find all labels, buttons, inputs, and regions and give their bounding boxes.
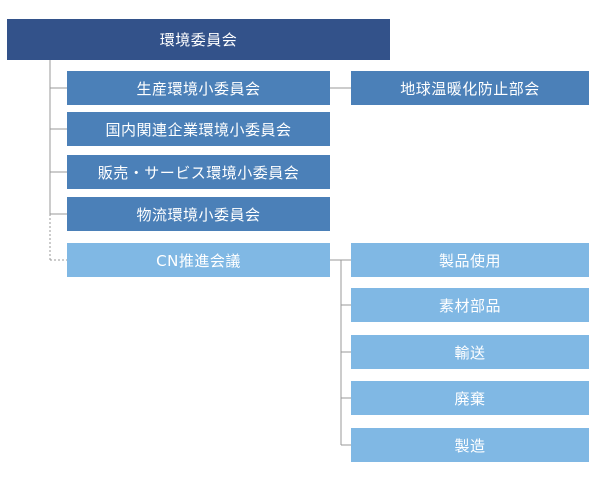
cn-subgroup-box-manufacturing: 製造 xyxy=(351,428,589,462)
committee-box-sales-service: 販売・サービス環境小委員会 xyxy=(67,155,330,189)
cn-subgroup-box-transport: 輸送 xyxy=(351,335,589,369)
cn-subgroup-box-product-use: 製品使用 xyxy=(351,243,589,277)
cn-subgroup-box-materials: 素材部品 xyxy=(351,288,589,322)
side-committee-box: 地球温暖化防止部会 xyxy=(351,71,589,105)
root-committee-box: 環境委員会 xyxy=(7,19,390,60)
committee-box-logistics: 物流環境小委員会 xyxy=(67,197,330,231)
committee-box-production: 生産環境小委員会 xyxy=(67,71,330,105)
cn-subgroup-box-disposal: 廃棄 xyxy=(351,381,589,415)
committee-box-domestic: 国内関連企業環境小委員会 xyxy=(67,112,330,146)
cn-meeting-box: CN推進会議 xyxy=(67,243,330,277)
